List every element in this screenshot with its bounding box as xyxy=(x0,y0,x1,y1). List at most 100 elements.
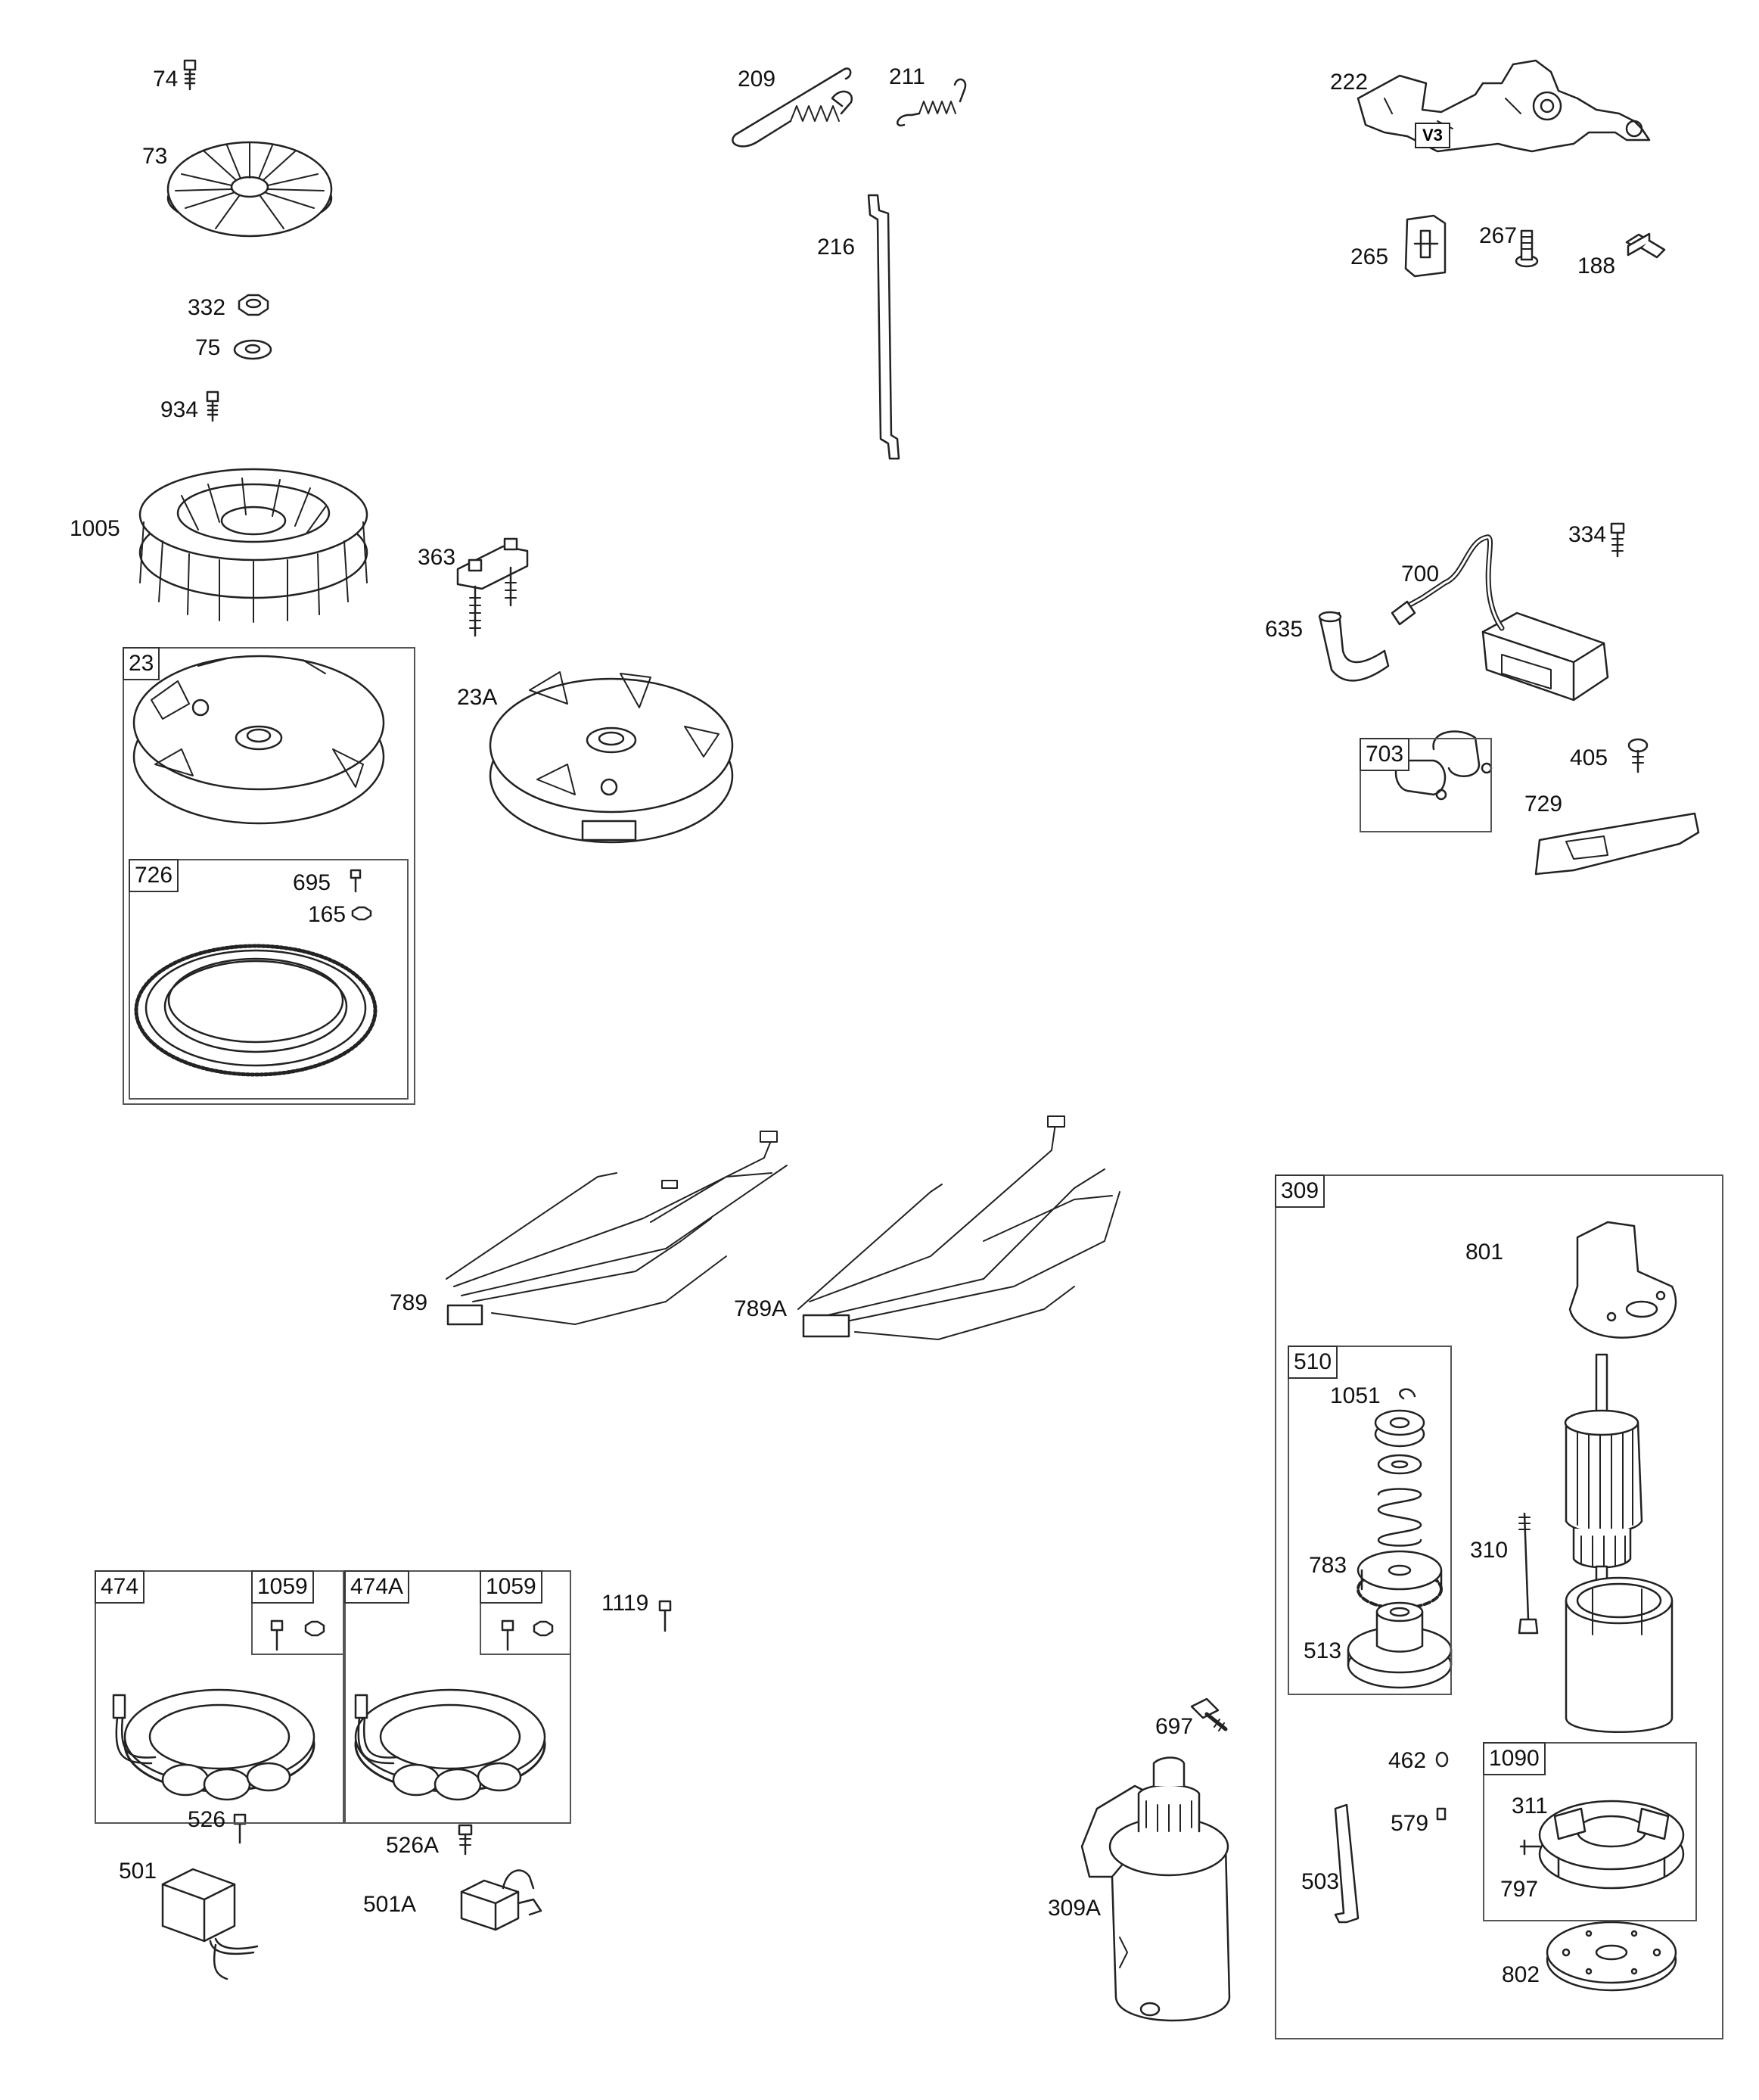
frame-703 xyxy=(1360,738,1492,832)
callout-1005: 1005 xyxy=(70,516,120,541)
callout-579: 579 xyxy=(1391,1811,1429,1836)
flywheel-23A xyxy=(489,671,734,844)
pin-579 xyxy=(1436,1807,1447,1821)
frame-309 xyxy=(1275,1174,1723,2039)
box-label-1059b: 1059 xyxy=(480,1570,542,1604)
screw-74 xyxy=(183,59,197,91)
callout-222: 222 xyxy=(1330,70,1369,95)
drive-513 xyxy=(1347,1601,1453,1689)
callout-1051: 1051 xyxy=(1330,1383,1381,1408)
callout-934: 934 xyxy=(160,397,199,422)
frame-510 xyxy=(1288,1346,1452,1695)
callout-789A: 789A xyxy=(734,1296,788,1321)
box-label-703: 703 xyxy=(1360,738,1410,771)
boot-635 xyxy=(1318,611,1390,682)
callout-75: 75 xyxy=(195,335,221,360)
callout-501: 501 xyxy=(119,1859,157,1884)
flywheel-23 xyxy=(132,655,385,825)
alternator-474 xyxy=(112,1688,315,1801)
callout-783: 783 xyxy=(1309,1553,1347,1578)
harness-789 xyxy=(446,1131,788,1326)
callout-635: 635 xyxy=(1265,617,1304,642)
fasteners-1059b xyxy=(501,1619,554,1651)
fan-1005 xyxy=(138,468,368,623)
callout-405: 405 xyxy=(1570,745,1608,770)
screw-934 xyxy=(206,390,219,422)
box-label-510: 510 xyxy=(1288,1346,1338,1379)
starter-309A xyxy=(1080,1756,1231,2022)
bracket-363 xyxy=(456,537,529,637)
box-label-726: 726 xyxy=(129,859,179,892)
ring-gear-726 xyxy=(134,944,378,1077)
gear-783 xyxy=(1357,1550,1443,1610)
callout-462: 462 xyxy=(1388,1748,1427,1773)
callout-526A: 526A xyxy=(386,1833,440,1858)
bracket-503 xyxy=(1334,1803,1360,1924)
callout-501A: 501A xyxy=(363,1892,417,1917)
box-label-1059a: 1059 xyxy=(251,1570,314,1604)
frame-474 xyxy=(95,1570,344,1824)
alternator-474A xyxy=(354,1688,546,1801)
nut-332 xyxy=(238,294,269,316)
screw-1119 xyxy=(658,1600,672,1632)
callout-267: 267 xyxy=(1479,223,1518,248)
box-label-474: 474 xyxy=(95,1570,145,1604)
bracket-222 xyxy=(1357,59,1651,153)
callout-332: 332 xyxy=(188,295,226,320)
rod-216 xyxy=(867,194,900,460)
callout-802: 802 xyxy=(1502,1962,1540,1987)
callout-695: 695 xyxy=(293,870,331,895)
screw-526 xyxy=(233,1813,247,1844)
frame-1090 xyxy=(1483,1742,1697,1921)
screw-334 xyxy=(1610,522,1625,558)
callout-334: 334 xyxy=(1568,522,1607,547)
washer-stack xyxy=(1377,1454,1422,1475)
collar xyxy=(1374,1409,1425,1448)
callout-73: 73 xyxy=(142,144,168,169)
callout-363: 363 xyxy=(418,545,456,570)
harness-789A xyxy=(797,1115,1120,1340)
spring-209 xyxy=(732,67,853,148)
retainer-1051 xyxy=(1399,1388,1416,1400)
bolt-697 xyxy=(1190,1697,1228,1731)
box-label-309: 309 xyxy=(1275,1174,1325,1208)
callout-188: 188 xyxy=(1577,254,1616,278)
brush-holder-1090 xyxy=(1519,1800,1685,1890)
frame-726 xyxy=(129,859,409,1100)
screw-526A xyxy=(458,1824,473,1856)
callout-209: 209 xyxy=(738,67,776,92)
callout-211: 211 xyxy=(889,64,925,89)
callout-729: 729 xyxy=(1524,792,1563,817)
screw-267 xyxy=(1515,229,1539,268)
bolt-188 xyxy=(1625,232,1666,259)
callout-311: 311 xyxy=(1512,1794,1548,1818)
washer-75 xyxy=(233,339,272,360)
callout-526: 526 xyxy=(188,1807,226,1832)
armature-700 xyxy=(1391,534,1609,702)
bolt-310 xyxy=(1518,1512,1539,1635)
spring xyxy=(1377,1488,1422,1547)
callout-1119: 1119 xyxy=(601,1591,649,1616)
callout-697: 697 xyxy=(1155,1714,1194,1739)
callout-801: 801 xyxy=(1465,1240,1504,1265)
v3-badge: V3 xyxy=(1415,123,1450,148)
callout-165: 165 xyxy=(308,902,347,927)
box-label-474A: 474A xyxy=(344,1570,410,1604)
regulator-501 xyxy=(161,1868,259,1980)
fasteners-1059a xyxy=(270,1619,325,1651)
callout-74: 74 xyxy=(153,67,179,92)
callout-265: 265 xyxy=(1350,244,1389,269)
frame-474A xyxy=(344,1570,571,1824)
callout-309A: 309A xyxy=(1048,1896,1102,1921)
callout-23A: 23A xyxy=(457,685,498,710)
frame-23 xyxy=(123,647,415,1105)
callout-797: 797 xyxy=(1500,1877,1539,1902)
housing xyxy=(1565,1576,1674,1733)
nut-165 xyxy=(351,906,372,921)
spring-211 xyxy=(897,78,967,127)
callout-310: 310 xyxy=(1470,1538,1509,1563)
callout-216: 216 xyxy=(817,235,856,260)
regulator-501A xyxy=(460,1869,542,1931)
